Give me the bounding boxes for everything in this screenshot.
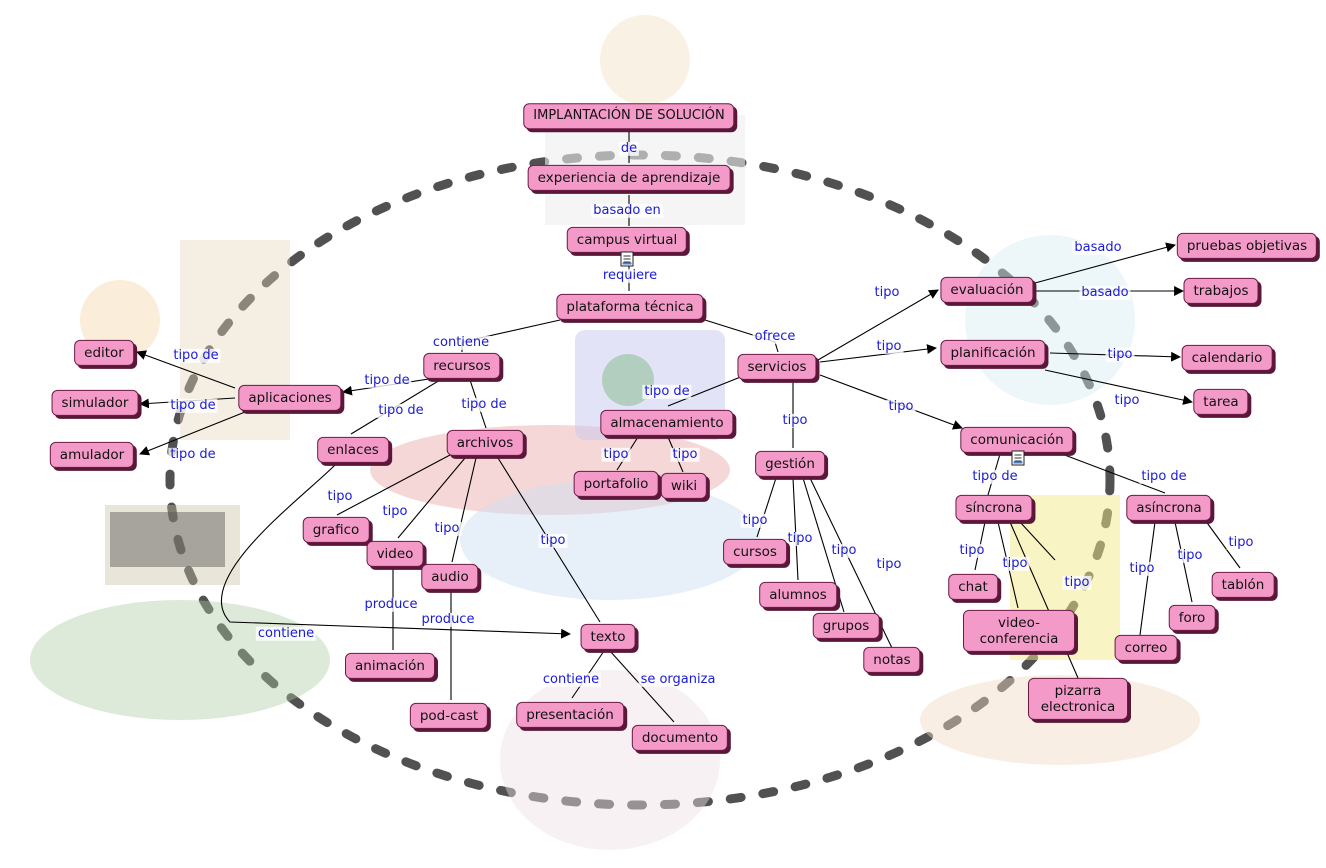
link-tipo-de-simulador: tipo de bbox=[168, 397, 218, 414]
node-servicios[interactable]: servicios bbox=[737, 353, 817, 381]
node-amulador[interactable]: amulador bbox=[49, 441, 135, 469]
node-experiencia[interactable]: experiencia de aprendizaje bbox=[527, 164, 731, 192]
link-contiene-recursos: contiene bbox=[430, 334, 492, 351]
node-chat[interactable]: chat bbox=[948, 573, 998, 601]
link-tipo-calendario: tipo bbox=[1105, 346, 1135, 363]
link-tipo-planificacion: tipo bbox=[874, 338, 904, 355]
node-video[interactable]: video bbox=[366, 540, 424, 568]
link-tipo-video: tipo bbox=[380, 503, 410, 520]
link-tipo-cursos: tipo bbox=[740, 512, 770, 529]
node-videoconferencia[interactable]: video- conferencia bbox=[963, 609, 1075, 653]
node-archivos[interactable]: archivos bbox=[446, 429, 524, 457]
pizarra-line1: pizarra bbox=[1054, 682, 1102, 699]
campus-document-icon[interactable] bbox=[620, 251, 634, 267]
link-tipo-chat: tipo bbox=[957, 542, 987, 559]
link-tipo-de-almacenamiento: tipo de bbox=[642, 383, 692, 400]
node-editor[interactable]: editor bbox=[74, 339, 134, 367]
node-implantacion[interactable]: IMPLANTACIÓN DE SOLUCIÓN bbox=[523, 103, 735, 129]
node-grupos[interactable]: grupos bbox=[812, 612, 880, 640]
link-de: de bbox=[618, 140, 640, 157]
node-tarea[interactable]: tarea bbox=[1193, 388, 1249, 416]
node-audio[interactable]: audio bbox=[421, 563, 479, 591]
node-gestion[interactable]: gestión bbox=[755, 450, 825, 478]
link-produce-animacion: produce bbox=[362, 596, 420, 613]
node-foro[interactable]: foro bbox=[1168, 604, 1216, 632]
node-simulador[interactable]: simulador bbox=[51, 389, 139, 417]
link-requiere: requiere bbox=[600, 267, 660, 284]
link-tipo-de-archivos: tipo de bbox=[459, 396, 509, 413]
node-recursos[interactable]: recursos bbox=[423, 352, 501, 380]
link-tipo-audio: tipo bbox=[432, 520, 462, 537]
node-tablon[interactable]: tablón bbox=[1211, 571, 1275, 599]
link-tipo-de-editor: tipo de bbox=[171, 347, 221, 364]
node-campus[interactable]: campus virtual bbox=[566, 226, 688, 254]
node-enlaces[interactable]: enlaces bbox=[317, 436, 389, 464]
link-se-organiza: se organiza bbox=[638, 671, 718, 688]
link-produce-podcast: produce bbox=[419, 611, 477, 628]
pizarra-line2: electronica bbox=[1040, 699, 1116, 715]
link-tipo-grafico: tipo bbox=[325, 488, 355, 505]
link-tipo-notas: tipo bbox=[874, 556, 904, 573]
node-notas[interactable]: notas bbox=[863, 646, 921, 674]
link-basado-pruebas: basado bbox=[1072, 239, 1124, 256]
node-portafolio[interactable]: portafolio bbox=[573, 470, 659, 498]
node-podcast[interactable]: pod-cast bbox=[409, 702, 489, 730]
node-asincrona[interactable]: asíncrona bbox=[1126, 494, 1212, 522]
node-presentacion[interactable]: presentación bbox=[516, 701, 624, 729]
link-tipo-de-enlaces: tipo de bbox=[376, 402, 426, 419]
link-ofrece: ofrece bbox=[752, 328, 798, 345]
node-evaluacion[interactable]: evaluación bbox=[940, 276, 1034, 304]
link-basado-trabajos: basado bbox=[1079, 284, 1131, 301]
node-comunicacion[interactable]: comunicación bbox=[960, 426, 1074, 454]
link-tipo-correo: tipo bbox=[1127, 560, 1157, 577]
link-tipo-wiki: tipo bbox=[670, 446, 700, 463]
link-tipo-gestion: tipo bbox=[780, 412, 810, 429]
link-tipo-de-sincrona: tipo de bbox=[970, 468, 1020, 485]
node-animacion[interactable]: animación bbox=[345, 652, 435, 680]
link-tipo-evaluacion: tipo bbox=[872, 284, 902, 301]
videoconferencia-line2: conferencia bbox=[979, 631, 1059, 647]
videoconferencia-line1: video- bbox=[998, 614, 1040, 631]
link-tipo-de-amulador: tipo de bbox=[168, 446, 218, 463]
link-basado-en: basado en bbox=[591, 202, 663, 219]
node-sincrona[interactable]: síncrona bbox=[955, 494, 1033, 522]
node-correo[interactable]: correo bbox=[1114, 634, 1178, 662]
link-tipo-foro: tipo bbox=[1175, 547, 1205, 564]
comunicacion-document-icon[interactable] bbox=[1011, 450, 1025, 466]
link-tipo-de-aplicaciones: tipo de bbox=[362, 372, 412, 389]
link-tipo-texto: tipo bbox=[538, 532, 568, 549]
link-tipo-comunicacion: tipo bbox=[886, 398, 916, 415]
node-alumnos[interactable]: alumnos bbox=[759, 581, 837, 609]
link-tipo-videoconf: tipo bbox=[1000, 555, 1030, 572]
node-texto[interactable]: texto bbox=[580, 623, 636, 651]
link-tipo-de-asincrona: tipo de bbox=[1139, 468, 1189, 485]
link-tipo-tablon: tipo bbox=[1226, 534, 1256, 551]
node-almacenamiento[interactable]: almacenamiento bbox=[600, 409, 734, 437]
node-cursos[interactable]: cursos bbox=[723, 538, 787, 566]
node-pruebas[interactable]: pruebas objetivas bbox=[1176, 232, 1318, 260]
link-tipo-pizarra: tipo bbox=[1062, 574, 1092, 591]
node-pizarra[interactable]: pizarra electronica bbox=[1028, 677, 1128, 721]
node-wiki[interactable]: wiki bbox=[660, 472, 708, 500]
node-planificacion[interactable]: planificación bbox=[940, 339, 1046, 367]
node-grafico[interactable]: grafico bbox=[302, 516, 370, 544]
node-calendario[interactable]: calendario bbox=[1181, 344, 1273, 372]
node-trabajos[interactable]: trabajos bbox=[1183, 277, 1259, 305]
node-plataforma[interactable]: plataforma técnica bbox=[556, 293, 704, 321]
node-documento[interactable]: documento bbox=[631, 724, 729, 752]
link-contiene-texto: contiene bbox=[255, 625, 317, 642]
link-tipo-portafolio: tipo bbox=[601, 446, 631, 463]
link-tipo-grupos: tipo bbox=[829, 542, 859, 559]
link-tipo-alumnos: tipo bbox=[785, 530, 815, 547]
link-tipo-tarea: tipo bbox=[1112, 392, 1142, 409]
node-aplicaciones[interactable]: aplicaciones bbox=[238, 384, 342, 412]
link-contiene-presentacion: contiene bbox=[540, 671, 602, 688]
